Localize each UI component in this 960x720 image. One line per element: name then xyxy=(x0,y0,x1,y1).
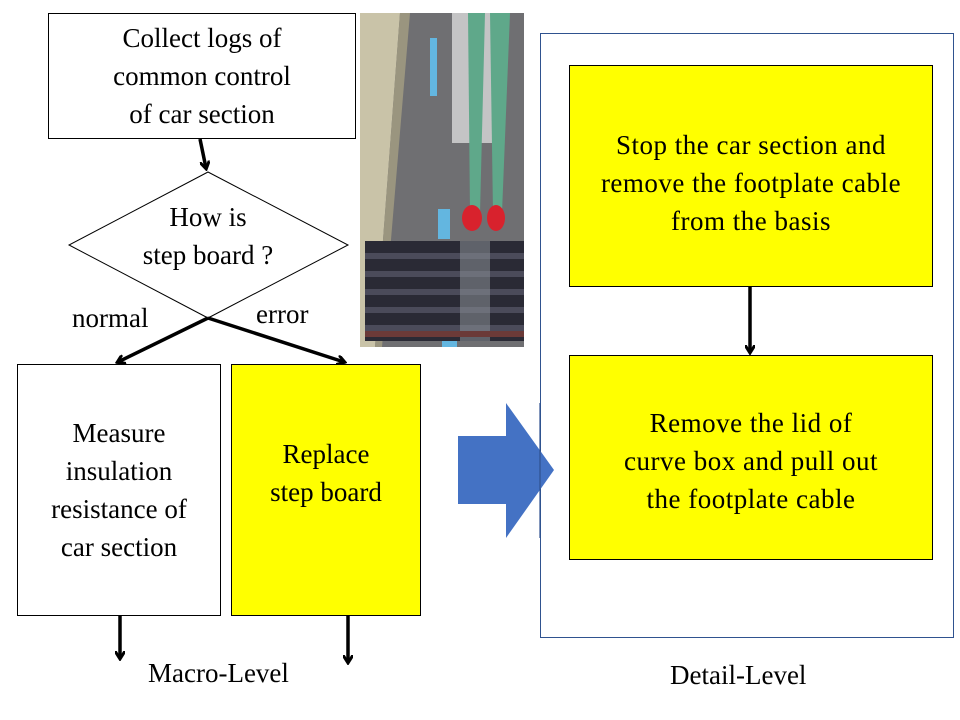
branch-normal-label: normal xyxy=(72,303,149,333)
measure-insulation-box: Measure insulation resistance of car sec… xyxy=(17,364,221,616)
photo-illustration xyxy=(360,13,524,347)
detail-step1-text: Stop the car section and remove the foot… xyxy=(600,130,902,236)
step-board-photo xyxy=(360,13,524,347)
branch-error-label: error xyxy=(256,299,309,329)
detail-step2-box: Remove the lid of curve box and pull out… xyxy=(569,355,933,560)
collect-logs-box: Collect logs of common control of car se… xyxy=(48,13,356,139)
replace-step-board-box: Replace step board xyxy=(231,364,421,616)
detail-level-label: Detail-Level xyxy=(670,660,807,690)
measure-insulation-text: Measure insulation resistance of car sec… xyxy=(51,418,187,562)
replace-step-board-text: Replace step board xyxy=(270,439,382,507)
macro-level-label: Macro-Level xyxy=(148,658,289,688)
detail-step2-text: Remove the lid of curve box and pull out… xyxy=(624,408,878,514)
detail-step1-box: Stop the car section and remove the foot… xyxy=(569,65,933,287)
detail-level-panel xyxy=(540,33,954,638)
arrow-collect-to-decision xyxy=(198,138,206,168)
collect-logs-text: Collect logs of common control of car se… xyxy=(113,23,291,129)
decision-text: How is step board ? xyxy=(142,202,274,270)
